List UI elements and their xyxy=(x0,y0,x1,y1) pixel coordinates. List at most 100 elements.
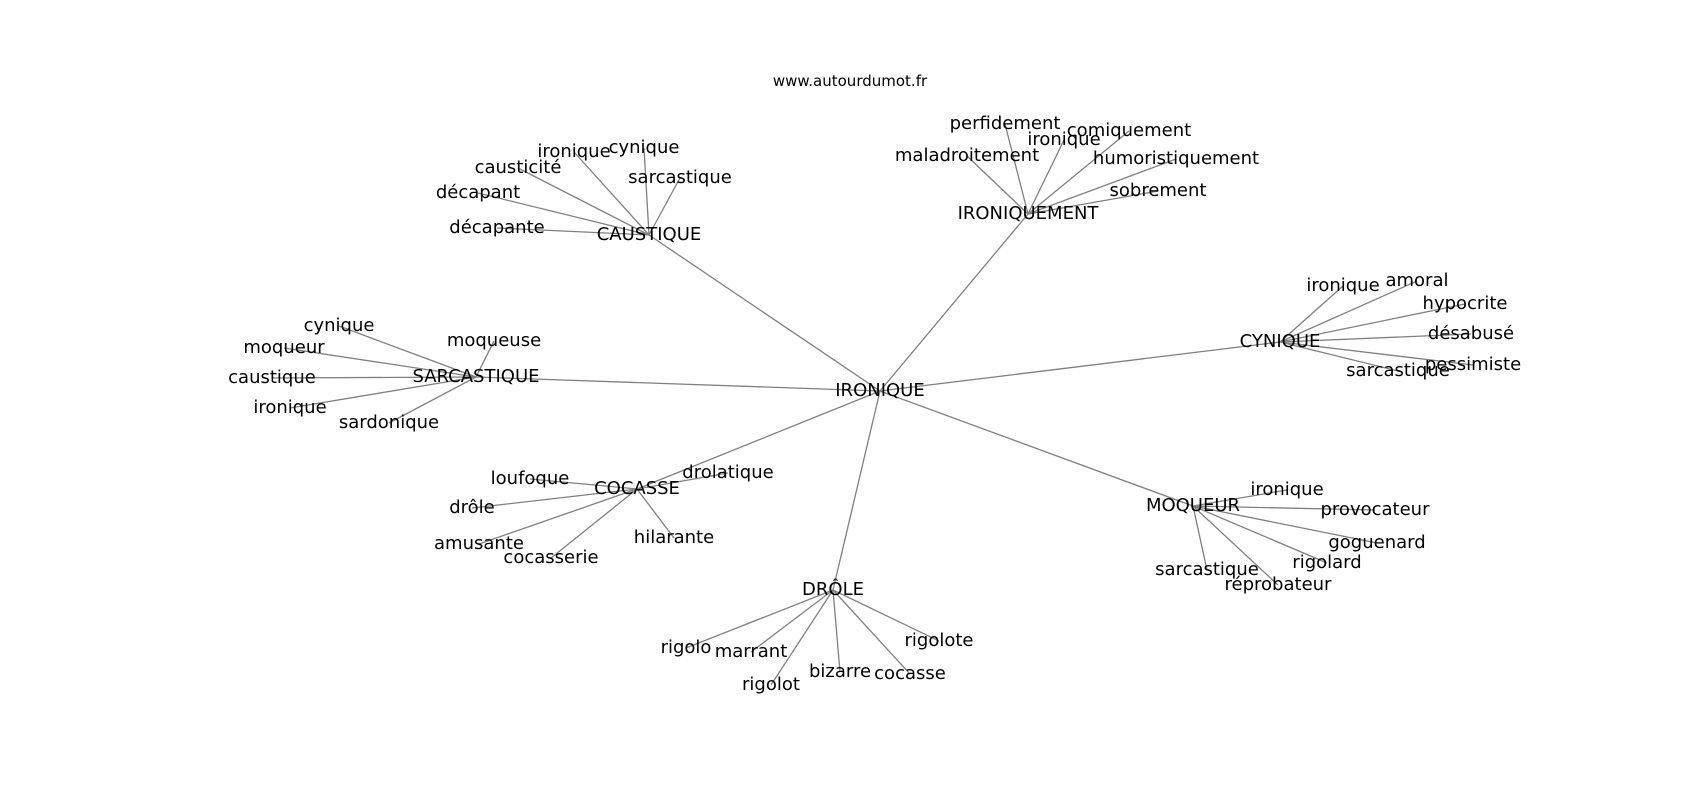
node-leaf[interactable]: causticité xyxy=(475,157,562,178)
node-leaf[interactable]: décapant xyxy=(436,182,520,203)
edge-sarcastique-leaf xyxy=(283,347,477,378)
node-leaf[interactable]: moqueuse xyxy=(447,330,541,351)
node-leaf[interactable]: comiquement xyxy=(1067,120,1191,141)
node-leaf[interactable]: cynique xyxy=(609,137,680,158)
node-leaf[interactable]: pessimiste xyxy=(1425,354,1521,375)
node-leaf[interactable]: humoristiquement xyxy=(1093,148,1259,169)
node-leaf[interactable]: sardonique xyxy=(339,412,439,433)
edge-cocasse-leaf xyxy=(529,478,638,490)
edge-sarcastique-leaf xyxy=(271,376,477,379)
node-center[interactable]: IRONIQUE xyxy=(835,380,924,401)
node-leaf[interactable]: rigolot xyxy=(742,674,800,695)
edge-center-caustique xyxy=(648,234,881,392)
edge-center-ironiquement xyxy=(879,213,1029,392)
node-leaf[interactable]: sarcastique xyxy=(1346,360,1450,381)
edge-drole-leaf xyxy=(832,589,940,642)
edge-cynique-leaf xyxy=(1279,285,1344,343)
node-hub-cocasse[interactable]: COCASSE xyxy=(594,478,680,499)
node-leaf[interactable]: ironique xyxy=(253,397,326,418)
node-hub-drole[interactable]: DRÔLE xyxy=(802,578,864,600)
node-leaf[interactable]: goguenard xyxy=(1328,532,1425,553)
edge-cocasse-leaf xyxy=(550,488,638,559)
edge-center-drole xyxy=(832,390,881,591)
edge-ironiquement-leaf xyxy=(1027,190,1159,215)
node-leaf[interactable]: drolatique xyxy=(682,462,773,483)
edge-ironiquement-leaf xyxy=(966,155,1029,215)
edges xyxy=(271,123,1474,686)
node-leaf[interactable]: caustique xyxy=(228,367,316,388)
edge-cocasse-leaf xyxy=(636,472,729,490)
edge-cynique-leaf xyxy=(1279,280,1418,343)
edge-caustique-leaf xyxy=(648,177,681,236)
node-leaf[interactable]: drôle xyxy=(449,497,495,518)
node-leaf[interactable]: ironique xyxy=(1250,479,1323,500)
node-leaf[interactable]: perfidement xyxy=(950,113,1061,134)
edge-cynique-leaf xyxy=(1279,333,1472,343)
edge-drole-leaf xyxy=(770,589,834,686)
node-leaf[interactable]: désabusé xyxy=(1428,323,1514,344)
edge-center-sarcastique xyxy=(475,376,881,392)
edge-center-cynique xyxy=(879,341,1281,392)
edge-ironiquement-leaf xyxy=(1004,123,1029,215)
node-leaf[interactable]: ironique xyxy=(1027,129,1100,150)
node-hub-caustique[interactable]: CAUSTIQUE xyxy=(597,224,702,245)
node-leaf[interactable]: rigolard xyxy=(1292,552,1361,573)
node-leaf[interactable]: bizarre xyxy=(809,661,871,682)
edge-cocasse-leaf xyxy=(478,488,638,545)
edge-caustique-leaf xyxy=(496,227,650,236)
edge-cocasse-leaf xyxy=(636,488,675,539)
node-hub-ironiquement[interactable]: IRONIQUEMENT xyxy=(958,203,1100,224)
edge-center-moqueur xyxy=(879,390,1194,507)
node-leaf[interactable]: loufoque xyxy=(491,468,570,489)
node-leaf[interactable]: moqueur xyxy=(243,337,325,358)
edge-drole-leaf xyxy=(750,589,834,653)
node-leaf[interactable]: rigolote xyxy=(905,630,974,651)
node-leaf[interactable]: cynique xyxy=(304,315,375,336)
node-leaf[interactable]: ironique xyxy=(537,141,610,162)
node-leaf[interactable]: sarcastique xyxy=(628,167,732,188)
node-leaf[interactable]: ironique xyxy=(1306,275,1379,296)
node-leaf[interactable]: amusante xyxy=(434,533,524,554)
edge-sarcastique-leaf xyxy=(289,376,477,409)
edge-sarcastique-leaf xyxy=(338,325,477,378)
edge-drole-leaf xyxy=(685,589,834,649)
node-leaf[interactable]: rigolo xyxy=(661,637,712,658)
node-leaf[interactable]: cocasse xyxy=(874,663,946,684)
edge-caustique-leaf xyxy=(517,167,650,236)
node-leaf[interactable]: amoral xyxy=(1385,270,1448,291)
node-leaf[interactable]: provocateur xyxy=(1321,499,1431,520)
edge-moqueur-leaf xyxy=(1192,505,1376,511)
edge-caustique-leaf xyxy=(643,147,650,236)
edge-caustique-leaf xyxy=(573,151,650,236)
edge-cynique-leaf xyxy=(1279,341,1399,372)
edge-moqueur-leaf xyxy=(1192,505,1208,571)
node-leaf[interactable]: décapante xyxy=(449,217,544,238)
edge-drole-leaf xyxy=(832,589,911,675)
node-leaf[interactable]: réprobateur xyxy=(1225,574,1333,595)
edge-ironiquement-leaf xyxy=(1027,130,1130,215)
edge-moqueur-leaf xyxy=(1192,505,1328,564)
node-leaf[interactable]: hilarante xyxy=(634,527,714,548)
node-hub-sarcastique[interactable]: SARCASTIQUE xyxy=(412,366,539,387)
node-leaf[interactable]: sarcastique xyxy=(1155,559,1259,580)
node-hub-moqueur[interactable]: MOQUEUR xyxy=(1146,495,1240,516)
node-leaf[interactable]: marrant xyxy=(715,641,788,662)
edge-moqueur-leaf xyxy=(1192,505,1378,544)
node-leaf[interactable]: sobrement xyxy=(1110,180,1207,201)
edge-caustique-leaf xyxy=(477,192,650,236)
edge-ironiquement-leaf xyxy=(1027,139,1065,215)
edge-moqueur-leaf xyxy=(1192,505,1279,586)
edge-sarcastique-leaf xyxy=(388,376,477,424)
labels: IRONIQUEIRONIQUEMENTperfidementironiquec… xyxy=(228,113,1521,695)
edge-cynique-leaf xyxy=(1279,341,1474,366)
node-leaf[interactable]: maladroitement xyxy=(895,145,1039,166)
edge-sarcastique-leaf xyxy=(475,340,495,378)
edge-ironiquement-leaf xyxy=(1027,158,1177,215)
node-leaf[interactable]: hypocrite xyxy=(1423,293,1508,314)
edge-cynique-leaf xyxy=(1279,303,1466,343)
edge-drole-leaf xyxy=(832,589,841,673)
edge-center-cocasse xyxy=(636,390,881,490)
node-leaf[interactable]: cocasserie xyxy=(503,547,598,568)
node-hub-cynique[interactable]: CYNIQUE xyxy=(1240,331,1321,352)
